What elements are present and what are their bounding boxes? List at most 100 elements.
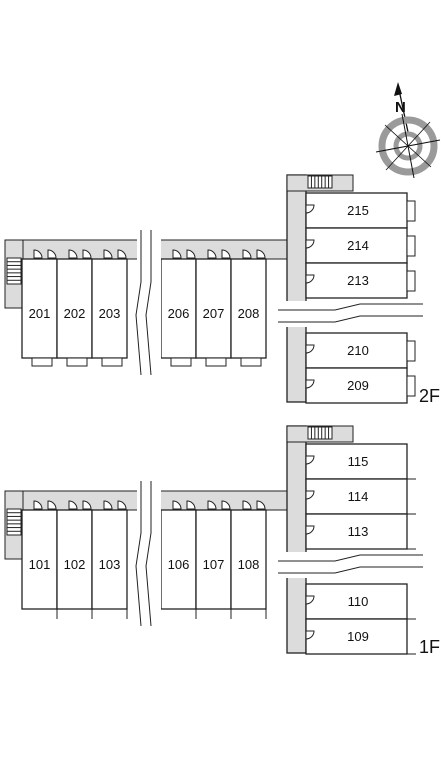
door-icon: [47, 249, 57, 259]
unit-label: 215: [347, 203, 369, 218]
unit-label: 115: [348, 454, 369, 469]
balcony: [205, 357, 227, 367]
north-arrow-icon: [394, 82, 402, 96]
unit-box: [21, 509, 58, 610]
right-corridor: [286, 425, 307, 654]
balcony: [406, 200, 416, 222]
door-icon: [221, 500, 231, 510]
balcony: [170, 357, 192, 367]
door-icon: [33, 500, 43, 510]
left-stair: [6, 508, 22, 536]
door-icon: [117, 249, 127, 259]
break-line: [278, 303, 423, 311]
unit-label: 113: [348, 524, 369, 539]
unit-label: 207: [203, 306, 225, 321]
unit-103: 103: [91, 500, 128, 619]
door-icon: [82, 500, 92, 510]
unit-box: [160, 509, 197, 610]
unit-108: 108: [230, 500, 267, 619]
unit-box: [230, 258, 267, 359]
door-icon: [68, 249, 78, 259]
door-icon: [207, 249, 217, 259]
door-icon: [305, 490, 315, 500]
door-icon: [103, 249, 113, 259]
balcony: [31, 357, 53, 367]
unit-203: 203: [91, 249, 128, 367]
balcony: [406, 235, 416, 257]
door-icon: [172, 249, 182, 259]
door-icon: [305, 239, 315, 249]
door-icon: [186, 500, 196, 510]
door-icon: [47, 500, 57, 510]
unit-209: 209: [305, 367, 416, 404]
unit-label: 213: [347, 273, 369, 288]
door-icon: [305, 630, 315, 640]
unit-box: [91, 258, 128, 359]
unit-label: 209: [347, 378, 369, 393]
unit-label: 109: [347, 629, 369, 644]
unit-box: [305, 443, 408, 480]
break-gap: [278, 552, 423, 578]
balcony: [101, 357, 123, 367]
unit-label: 210: [347, 343, 369, 358]
break-line: [135, 230, 142, 376]
compass: N: [375, 82, 441, 179]
break-line: [278, 315, 423, 323]
break-line: [278, 566, 423, 574]
right-corridor: [286, 174, 307, 403]
unit-115: 115: [305, 443, 416, 480]
balcony: [240, 357, 262, 367]
door-icon: [172, 500, 182, 510]
unit-box: [305, 192, 408, 229]
door-icon: [221, 249, 231, 259]
unit-label: 102: [64, 557, 86, 572]
compass-rose-icon: [378, 116, 438, 176]
unit-box: [305, 618, 408, 655]
unit-label: 203: [99, 306, 121, 321]
unit-label: 107: [203, 557, 225, 572]
unit-210: 210: [305, 332, 416, 369]
unit-box: [305, 513, 408, 550]
door-icon: [242, 500, 252, 510]
balcony: [66, 357, 88, 367]
top-stair: [307, 175, 333, 189]
unit-box: [305, 262, 408, 299]
unit-109: 109: [305, 618, 416, 655]
unit-label: 114: [348, 489, 369, 504]
unit-215: 215: [305, 192, 416, 229]
door-icon: [305, 344, 315, 354]
unit-label: 206: [168, 306, 190, 321]
door-icon: [305, 379, 315, 389]
unit-label: 103: [99, 557, 121, 572]
balcony: [406, 340, 416, 362]
unit-213: 213: [305, 262, 416, 299]
unit-202: 202: [56, 249, 93, 367]
unit-110: 110: [305, 583, 416, 620]
unit-208: 208: [230, 249, 267, 367]
unit-101: 101: [21, 500, 58, 619]
door-icon: [305, 455, 315, 465]
unit-201: 201: [21, 249, 58, 367]
unit-box: [230, 509, 267, 610]
floor-label: 2F: [419, 386, 440, 406]
door-icon: [207, 500, 217, 510]
unit-214: 214: [305, 227, 416, 264]
unit-113: 113: [305, 513, 416, 550]
floor-label: 1F: [419, 637, 440, 657]
break-line: [278, 554, 423, 562]
unit-label: 108: [238, 557, 260, 572]
door-icon: [82, 249, 92, 259]
unit-102: 102: [56, 500, 93, 619]
door-icon: [305, 204, 315, 214]
unit-label: 101: [29, 557, 51, 572]
door-icon: [186, 249, 196, 259]
unit-label: 110: [348, 594, 369, 609]
door-icon: [305, 595, 315, 605]
break-line: [145, 230, 152, 376]
break-line: [135, 481, 142, 627]
unit-114: 114: [305, 478, 416, 515]
unit-206: 206: [160, 249, 197, 367]
top-stair: [307, 426, 333, 440]
